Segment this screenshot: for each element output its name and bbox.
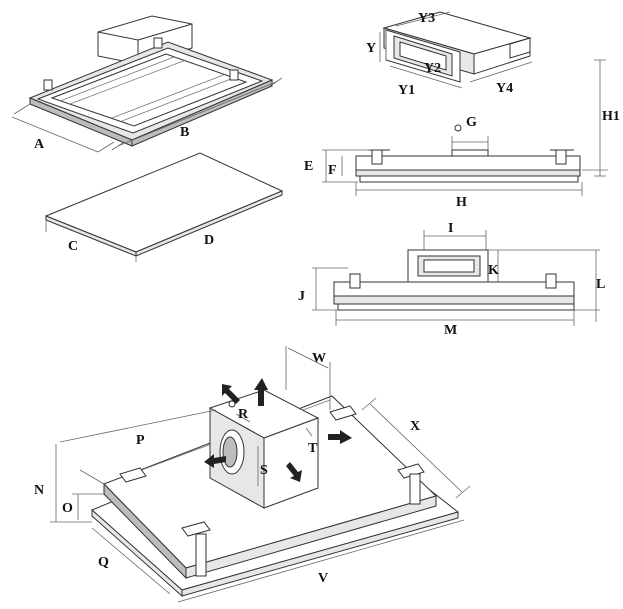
side-view-duct bbox=[312, 230, 600, 326]
label-i: I bbox=[448, 221, 453, 236]
label-y: Y bbox=[366, 41, 376, 56]
label-b: B bbox=[180, 125, 189, 140]
label-x: X bbox=[410, 419, 420, 434]
label-p: P bbox=[136, 433, 145, 448]
label-e: E bbox=[304, 159, 313, 174]
label-y2: Y2 bbox=[424, 61, 441, 76]
hood-isometric-top bbox=[11, 15, 283, 153]
label-t: T bbox=[308, 441, 318, 456]
label-l: L bbox=[596, 277, 605, 292]
flat-panel bbox=[44, 152, 284, 262]
label-a: A bbox=[34, 137, 45, 152]
label-h: H bbox=[456, 195, 467, 210]
label-k: K bbox=[488, 263, 499, 278]
label-y3: Y3 bbox=[418, 11, 435, 26]
label-y1: Y1 bbox=[398, 83, 415, 98]
label-d: D bbox=[204, 233, 214, 248]
label-n: N bbox=[34, 483, 44, 498]
label-r: R bbox=[238, 407, 249, 422]
dimension-labels: A B C D E F G H H1 I J K L M N O P Q R S… bbox=[34, 11, 620, 586]
label-c: C bbox=[68, 239, 78, 254]
label-o: O bbox=[62, 501, 73, 516]
hood-isometric-main bbox=[50, 346, 471, 603]
label-q: Q bbox=[98, 555, 109, 570]
label-j: J bbox=[298, 289, 305, 304]
label-w: W bbox=[312, 351, 326, 366]
label-y4: Y4 bbox=[496, 81, 513, 96]
label-m: M bbox=[444, 323, 457, 338]
label-h1: H1 bbox=[602, 109, 620, 124]
duct-box bbox=[379, 11, 533, 89]
label-f: F bbox=[328, 163, 337, 178]
side-view-hood bbox=[322, 59, 608, 196]
label-s: S bbox=[260, 463, 268, 478]
label-g: G bbox=[466, 115, 477, 130]
label-v: V bbox=[318, 571, 328, 586]
